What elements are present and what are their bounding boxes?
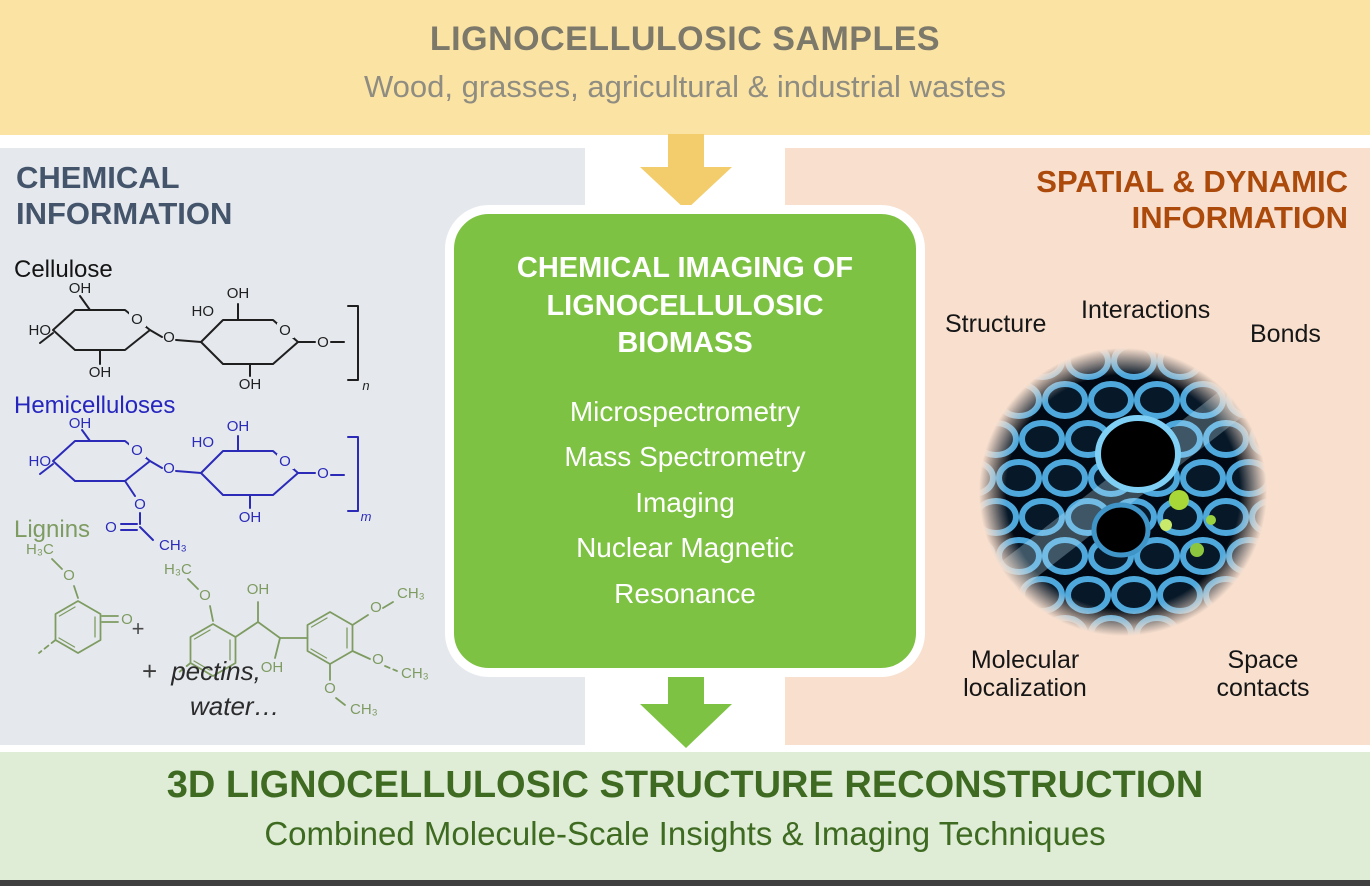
pectins-text: pectins,: [171, 656, 261, 686]
atom-label: OH: [69, 280, 92, 297]
top-banner-title: LIGNOCELLULOSIC SAMPLES: [429, 20, 941, 58]
lignins-label: Lignins: [14, 516, 91, 543]
right-panel-title-line2: INFORMATION: [1131, 199, 1348, 235]
atom-label: O: [163, 329, 175, 346]
atom-label: CH₃: [159, 537, 187, 554]
atom-label: OH: [227, 285, 250, 302]
plus-sign: +: [132, 616, 145, 641]
atom-label: OH: [89, 364, 112, 381]
atom-label: HO: [192, 434, 215, 451]
repeat-subscript: n: [362, 378, 369, 392]
atom-label: H₃C: [164, 561, 192, 578]
atom-label: O: [199, 587, 211, 604]
method-line: Nuclear Magnetic: [576, 532, 794, 564]
method-line: Resonance: [614, 577, 756, 609]
atom-label: CH₃: [397, 585, 425, 602]
atom-label: O: [324, 680, 336, 697]
atom-label: OH: [239, 376, 262, 392]
atom-label: O: [163, 460, 175, 477]
atom-label: O: [121, 611, 133, 628]
atom-label: O: [370, 599, 382, 616]
molecular-localization-caption: Molecular localization: [963, 646, 1087, 702]
water-text: water…: [190, 691, 280, 722]
plus-sign: +: [142, 656, 158, 686]
atom-label: O: [317, 334, 329, 351]
atom-label: OH: [69, 416, 92, 432]
atom-label: OH: [261, 659, 284, 676]
left-panel-title-line2: INFORMATION: [16, 195, 233, 231]
lignin-structure-drawing: H₃C O O + H₃C O OH OH O CH₃ O CH₃ O CH₃: [26, 541, 429, 718]
atom-label: O: [279, 322, 291, 339]
atom-label: O: [105, 519, 117, 536]
bottom-banner-subtitle: Combined Molecule-Scale Insights & Imagi…: [264, 815, 1106, 852]
space-contacts-caption: Space contacts: [1216, 646, 1310, 702]
repeat-subscript: m: [361, 509, 372, 524]
spatial-dynamic-panel: SPATIAL & DYNAMIC INFORMATION Structure …: [785, 148, 1370, 745]
atom-label: O: [131, 311, 143, 328]
atom-label: O: [372, 651, 384, 668]
microscopy-image: [973, 342, 1273, 642]
method-line: Microspectrometry: [569, 396, 801, 428]
atom-label: OH: [239, 509, 262, 526]
method-line: Mass Spectrometry: [564, 441, 806, 473]
left-panel-title-line1: CHEMICAL: [16, 160, 180, 195]
pectins-line1: + pectins,: [142, 654, 280, 689]
down-arrow-icon: [640, 666, 732, 748]
atom-label: O: [63, 567, 75, 584]
methods-list: Microspectrometry Mass Spectrometry Imag…: [454, 389, 916, 616]
top-banner-subtitle: Wood, grasses, agricultural & industrial…: [363, 69, 1007, 104]
center-box-title: CHEMICAL IMAGING OF LIGNOCELLULOSIC BIOM…: [516, 252, 854, 360]
atom-label: OH: [247, 581, 270, 598]
bottom-edge-strip: [0, 880, 1370, 886]
left-panel-title: CHEMICAL INFORMATION: [16, 160, 232, 232]
down-arrow-icon: [640, 134, 732, 210]
cellulose-label: Cellulose: [14, 256, 113, 283]
atom-label: O: [279, 453, 291, 470]
atom-label: H₃C: [26, 541, 54, 558]
atom-label: HO: [29, 322, 52, 339]
right-panel-title: SPATIAL & DYNAMIC INFORMATION: [1036, 164, 1348, 236]
atom-label: HO: [192, 303, 215, 320]
pectins-water-note: + pectins, water…: [142, 654, 280, 724]
atom-label: O: [134, 496, 146, 513]
bonds-label: Bonds: [1250, 320, 1321, 348]
hemicelluloses-label: Hemicelluloses: [14, 392, 176, 419]
method-line: Imaging: [635, 486, 735, 518]
atom-label: CH₃: [350, 701, 378, 718]
atom-label: CH₃: [401, 665, 429, 682]
atom-label: HO: [29, 453, 52, 470]
structure-label: Structure: [945, 310, 1047, 338]
bottom-banner-title: 3D LIGNOCELLULOSIC STRUCTURE RECONSTRUCT…: [166, 764, 1204, 806]
top-banner: LIGNOCELLULOSIC SAMPLES Wood, grasses, a…: [0, 0, 1370, 135]
cellulose-structure-drawing: OH HO O OH O HO OH O O OH n: [29, 280, 370, 392]
right-panel-title-line1: SPATIAL & DYNAMIC: [1036, 164, 1348, 199]
chemical-imaging-box: CHEMICAL IMAGING OF LIGNOCELLULOSIC BIOM…: [445, 205, 925, 677]
hemicellulose-structure-drawing: OH HO O O HO OH O O OH O O CH₃ m: [29, 416, 372, 554]
atom-label: O: [131, 442, 143, 459]
bottom-banner: 3D LIGNOCELLULOSIC STRUCTURE RECONSTRUCT…: [0, 752, 1370, 880]
atom-label: OH: [227, 418, 250, 435]
interactions-label: Interactions: [1081, 296, 1211, 324]
atom-label: O: [317, 465, 329, 482]
